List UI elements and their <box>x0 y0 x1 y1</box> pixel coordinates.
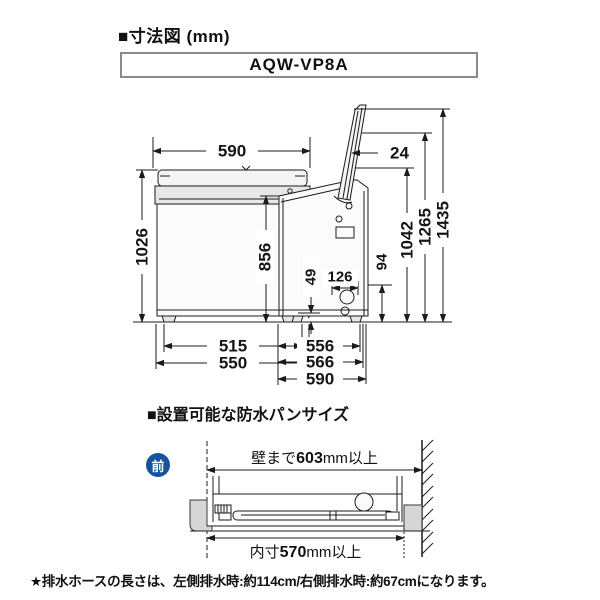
page-title: ■寸法図 (mm) <box>118 27 231 46</box>
front-direction-badge: 前 <box>146 453 170 477</box>
dim-front-base-width: 550 <box>219 354 247 373</box>
dim-panel-top-height: 1265 <box>416 208 435 246</box>
dim-body-depth: 566 <box>306 353 334 372</box>
drain-hose-note: ★排水ホースの長さは、左側排水時:約114cm/右側排水時:約67cmになります… <box>30 574 495 589</box>
dim-lid-rest-height: 1042 <box>398 221 417 259</box>
dim-front-feet-width: 515 <box>219 337 247 356</box>
pan-section-title: ■設置可能な防水パンサイズ <box>147 407 349 424</box>
model-name: AQW-VP8A <box>249 55 349 74</box>
dim-side-front-height: 856 <box>256 243 275 271</box>
dim-outlet-height: 94 <box>374 253 391 270</box>
inner-width-suffix: mm以上 <box>306 544 362 561</box>
dim-front-height: 1026 <box>133 228 152 266</box>
dim-foot-height: 49 <box>303 269 320 286</box>
wall-clearance-value: 603 <box>296 450 323 467</box>
wall-clearance-label: 壁まで603mm以上 <box>207 447 422 468</box>
dim-feet-depth: 556 <box>306 337 334 356</box>
model-box: AQW-VP8A <box>120 52 478 78</box>
dim-total-depth: 590 <box>306 370 334 389</box>
side-view-dimensions: 24 856 49 126 94 1042 1265 1435 556 566 … <box>256 108 453 389</box>
inner-width-label: 内寸570mm以上 <box>207 541 404 562</box>
dim-lid-thickness: 24 <box>390 144 409 163</box>
dim-front-top-width: 590 <box>218 142 246 161</box>
dim-total-height-lid-open: 1435 <box>434 201 453 239</box>
inner-width-prefix: 内寸 <box>249 544 280 561</box>
drain-pan-cross-section <box>189 439 434 560</box>
dim-drain-offset: 126 <box>327 269 352 286</box>
front-view-dimensions: 590 1026 515 550 <box>133 137 311 373</box>
inner-width-value: 570 <box>279 544 307 561</box>
wall-clearance-prefix: 壁まで <box>251 450 297 467</box>
wall-clearance-suffix: mm以上 <box>322 450 378 467</box>
front-badge-label: 前 <box>151 458 165 474</box>
